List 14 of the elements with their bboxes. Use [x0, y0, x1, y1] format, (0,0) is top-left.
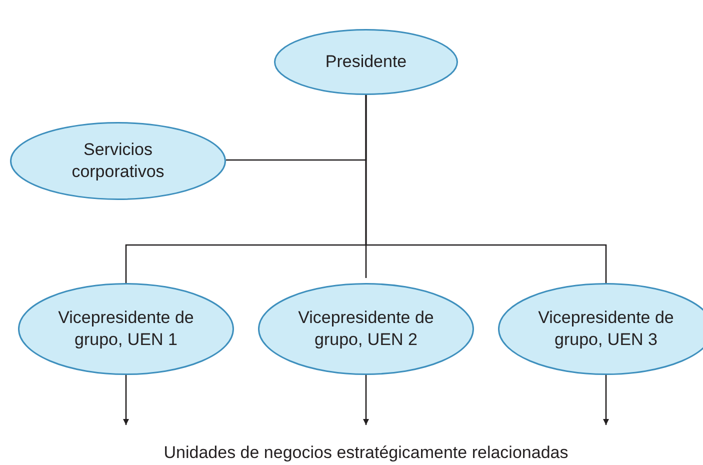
ellipse-node — [258, 283, 474, 375]
node-label: Servicios corporativos — [70, 139, 166, 183]
ellipse-node — [10, 122, 226, 200]
ellipse-node — [274, 29, 458, 95]
arrow — [123, 375, 129, 425]
node-label: Vicepresidente de grupo, UEN 2 — [297, 307, 435, 351]
node-label: Presidente — [325, 51, 407, 73]
node-label: Vicepresidente de grupo, UEN 1 — [57, 307, 195, 351]
arrow — [363, 375, 369, 425]
ellipse-node — [18, 283, 234, 375]
arrow — [603, 375, 609, 425]
connector-line — [365, 95, 607, 283]
node-label: Unidades de negocios estratégicamente relacionadas — [164, 442, 568, 464]
node-label: Vicepresidente de grupo, UEN 3 — [537, 307, 675, 351]
